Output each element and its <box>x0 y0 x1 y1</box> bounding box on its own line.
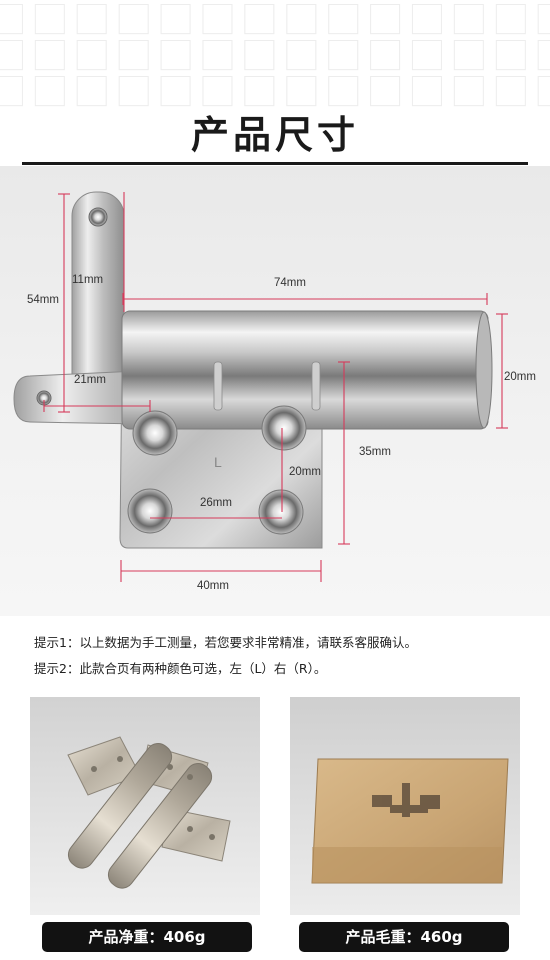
dim-label-21: 21mm <box>74 374 106 386</box>
dim-label-74: 74mm <box>274 277 306 289</box>
dim-label-26: 26mm <box>200 497 232 509</box>
note-color-options: 提示2：此款合页有两种颜色可选，左（L）右（R）。 <box>34 661 327 676</box>
dimension-diagram: 74mm 11mm 54mm 21mm 20mm 35mm 20mm 26mm … <box>0 166 550 616</box>
dim-label-20-tube: 20mm <box>504 371 536 383</box>
watermark-decoration: ■■■■■■■■■■■■■■■■ <box>0 30 550 75</box>
dim-label-35: 35mm <box>359 446 391 458</box>
gross-weight-label: 产品毛重：460g <box>299 922 509 952</box>
dim-label-40: 40mm <box>197 580 229 592</box>
title-divider <box>22 162 528 165</box>
dim-label-20-holes: 20mm <box>289 466 321 478</box>
plate-orientation-mark: L <box>214 454 222 470</box>
page-title: 产品尺寸 <box>190 113 359 157</box>
header-background: ■■■■■■■■■■■■■■■■ ■■■■■■■■■■■■■■■■ ■■■■■■… <box>0 0 550 165</box>
product-photo-box <box>290 697 520 915</box>
hinge-drawing <box>13 191 508 582</box>
net-weight-label: 产品净重：406g <box>42 922 252 952</box>
watermark-decoration: ■■■■■■■■■■■■■■■■ <box>0 66 550 111</box>
dim-label-11: 11mm <box>72 274 104 286</box>
product-photo-hinges <box>30 697 260 915</box>
note-measurement: 提示1：以上数据为手工测量，若您要求非常精准，请联系客服确认。 <box>34 635 417 650</box>
watermark-decoration: ■■■■■■■■■■■■■■■■ <box>0 0 550 39</box>
dim-label-54: 54mm <box>27 294 59 306</box>
